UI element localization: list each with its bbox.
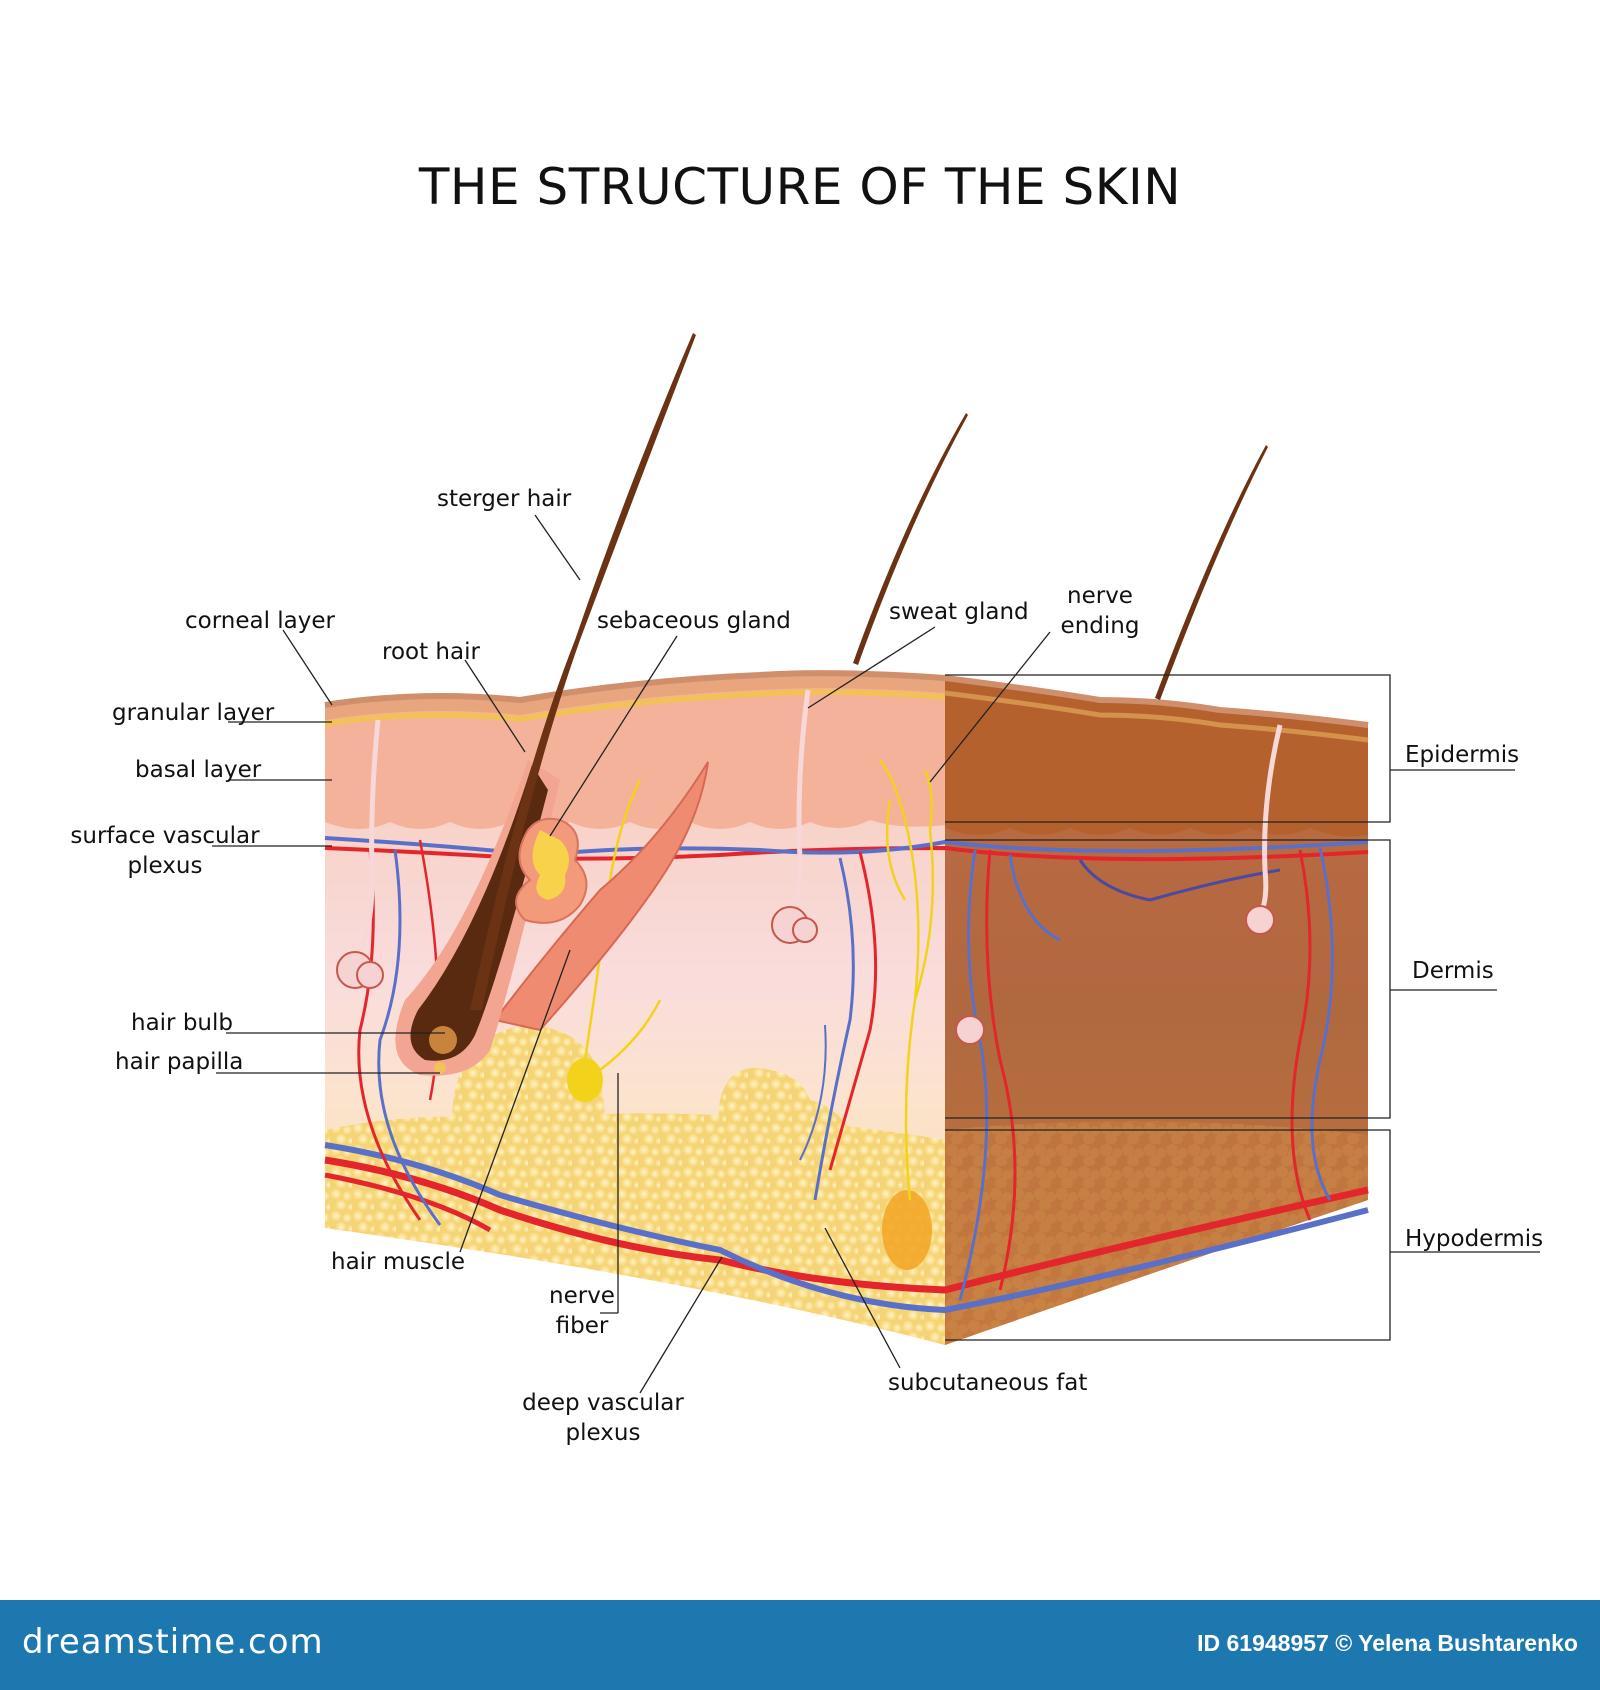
page-title: THE STRUCTURE OF THE SKIN bbox=[418, 158, 1182, 216]
label-sterger-hair: sterger hair bbox=[437, 486, 572, 512]
label-sweat-gland: sweat gland bbox=[889, 599, 1029, 625]
label-epidermis: Epidermis bbox=[1405, 742, 1520, 768]
label-hypodermis: Hypodermis bbox=[1405, 1226, 1544, 1252]
sweat-gland-coils bbox=[336, 905, 1275, 1045]
hair-2 bbox=[853, 413, 968, 665]
bracket-hypodermis bbox=[945, 1129, 1391, 1341]
label-hair-bulb: hair bulb bbox=[131, 1010, 233, 1036]
label-nerve-fiber-line1: nerve bbox=[549, 1283, 615, 1309]
surface-artery bbox=[324, 845, 1369, 862]
label-nerve-fiber-line2: fiber bbox=[555, 1313, 609, 1339]
leader-hair-muscle bbox=[459, 949, 571, 1253]
label-corneal-layer: corneal layer bbox=[185, 608, 335, 634]
label-nerve-ending-line1: nerve bbox=[1067, 583, 1133, 609]
leader-nerve-ending bbox=[929, 631, 1051, 783]
hair-papilla bbox=[434, 1062, 446, 1074]
pacinian-corpuscle bbox=[882, 1190, 932, 1270]
label-hair-papilla: hair papilla bbox=[115, 1049, 244, 1075]
deep-vein bbox=[324, 1142, 1369, 1314]
image-credit: ID 61948957 © Yelena Bushtarenko bbox=[1197, 1630, 1578, 1656]
hair-bulb bbox=[429, 1026, 457, 1054]
side-epidermis bbox=[945, 678, 1368, 837]
label-root-hair: root hair bbox=[382, 639, 480, 665]
blood-vessels bbox=[324, 836, 1369, 1314]
label-granular-layer: granular layer bbox=[112, 700, 275, 726]
label-surface-vascular-line2: plexus bbox=[127, 853, 203, 879]
leader-lines bbox=[212, 514, 1540, 1394]
label-deep-vascular-line1: deep vascular bbox=[522, 1390, 684, 1416]
dreamstime-logo[interactable]: dreamstime.com bbox=[22, 1622, 324, 1662]
sweat-glands bbox=[357, 689, 1283, 952]
surface-vein bbox=[324, 836, 1369, 858]
leader-sweat-gland bbox=[807, 626, 936, 709]
footer-bar: dreamstime.com ID 61948957 © Yelena Bush… bbox=[0, 1600, 1600, 1690]
fat-lobule-2 bbox=[717, 1068, 863, 1275]
leader-sebaceous bbox=[549, 635, 678, 837]
leader-corneal-layer bbox=[282, 629, 333, 706]
label-basal-layer: basal layer bbox=[135, 757, 262, 783]
label-nerve-ending-line2: ending bbox=[1060, 613, 1140, 639]
hair-structures bbox=[395, 333, 1268, 1076]
nerve-fiber-corpuscle bbox=[567, 1058, 603, 1102]
top-surface bbox=[324, 670, 1369, 728]
label-dermis: Dermis bbox=[1412, 958, 1494, 984]
label-hair-muscle: hair muscle bbox=[331, 1249, 465, 1275]
leader-deep-vascular bbox=[639, 1256, 723, 1394]
hair-muscle bbox=[493, 761, 709, 1032]
side-hypodermis bbox=[945, 1121, 1368, 1345]
skin-structure-diagram bbox=[212, 333, 1540, 1394]
label-surface-vascular-line1: surface vascular bbox=[70, 823, 260, 849]
fat-lobule-1 bbox=[452, 1025, 605, 1200]
hair-3 bbox=[1155, 445, 1268, 700]
bracket-epidermis bbox=[945, 674, 1391, 823]
corneal-stripe bbox=[325, 673, 945, 720]
label-deep-vascular-line2: plexus bbox=[565, 1420, 641, 1446]
leader-subcutaneous bbox=[824, 1227, 901, 1369]
leader-sterger-hair bbox=[534, 514, 581, 581]
leader-nerve-fiber bbox=[600, 1073, 619, 1314]
granular-stripe bbox=[324, 689, 946, 727]
label-subcutaneous-fat: subcutaneous fat bbox=[888, 1370, 1088, 1396]
bracket-dermis bbox=[945, 839, 1391, 1119]
label-sebaceous-gland: sebaceous gland bbox=[597, 608, 791, 634]
nerve-ending-branch bbox=[878, 759, 920, 1201]
sterger-hair-shaft bbox=[470, 333, 696, 1010]
leader-root-hair bbox=[464, 659, 526, 753]
epidermis-layer bbox=[325, 673, 945, 829]
